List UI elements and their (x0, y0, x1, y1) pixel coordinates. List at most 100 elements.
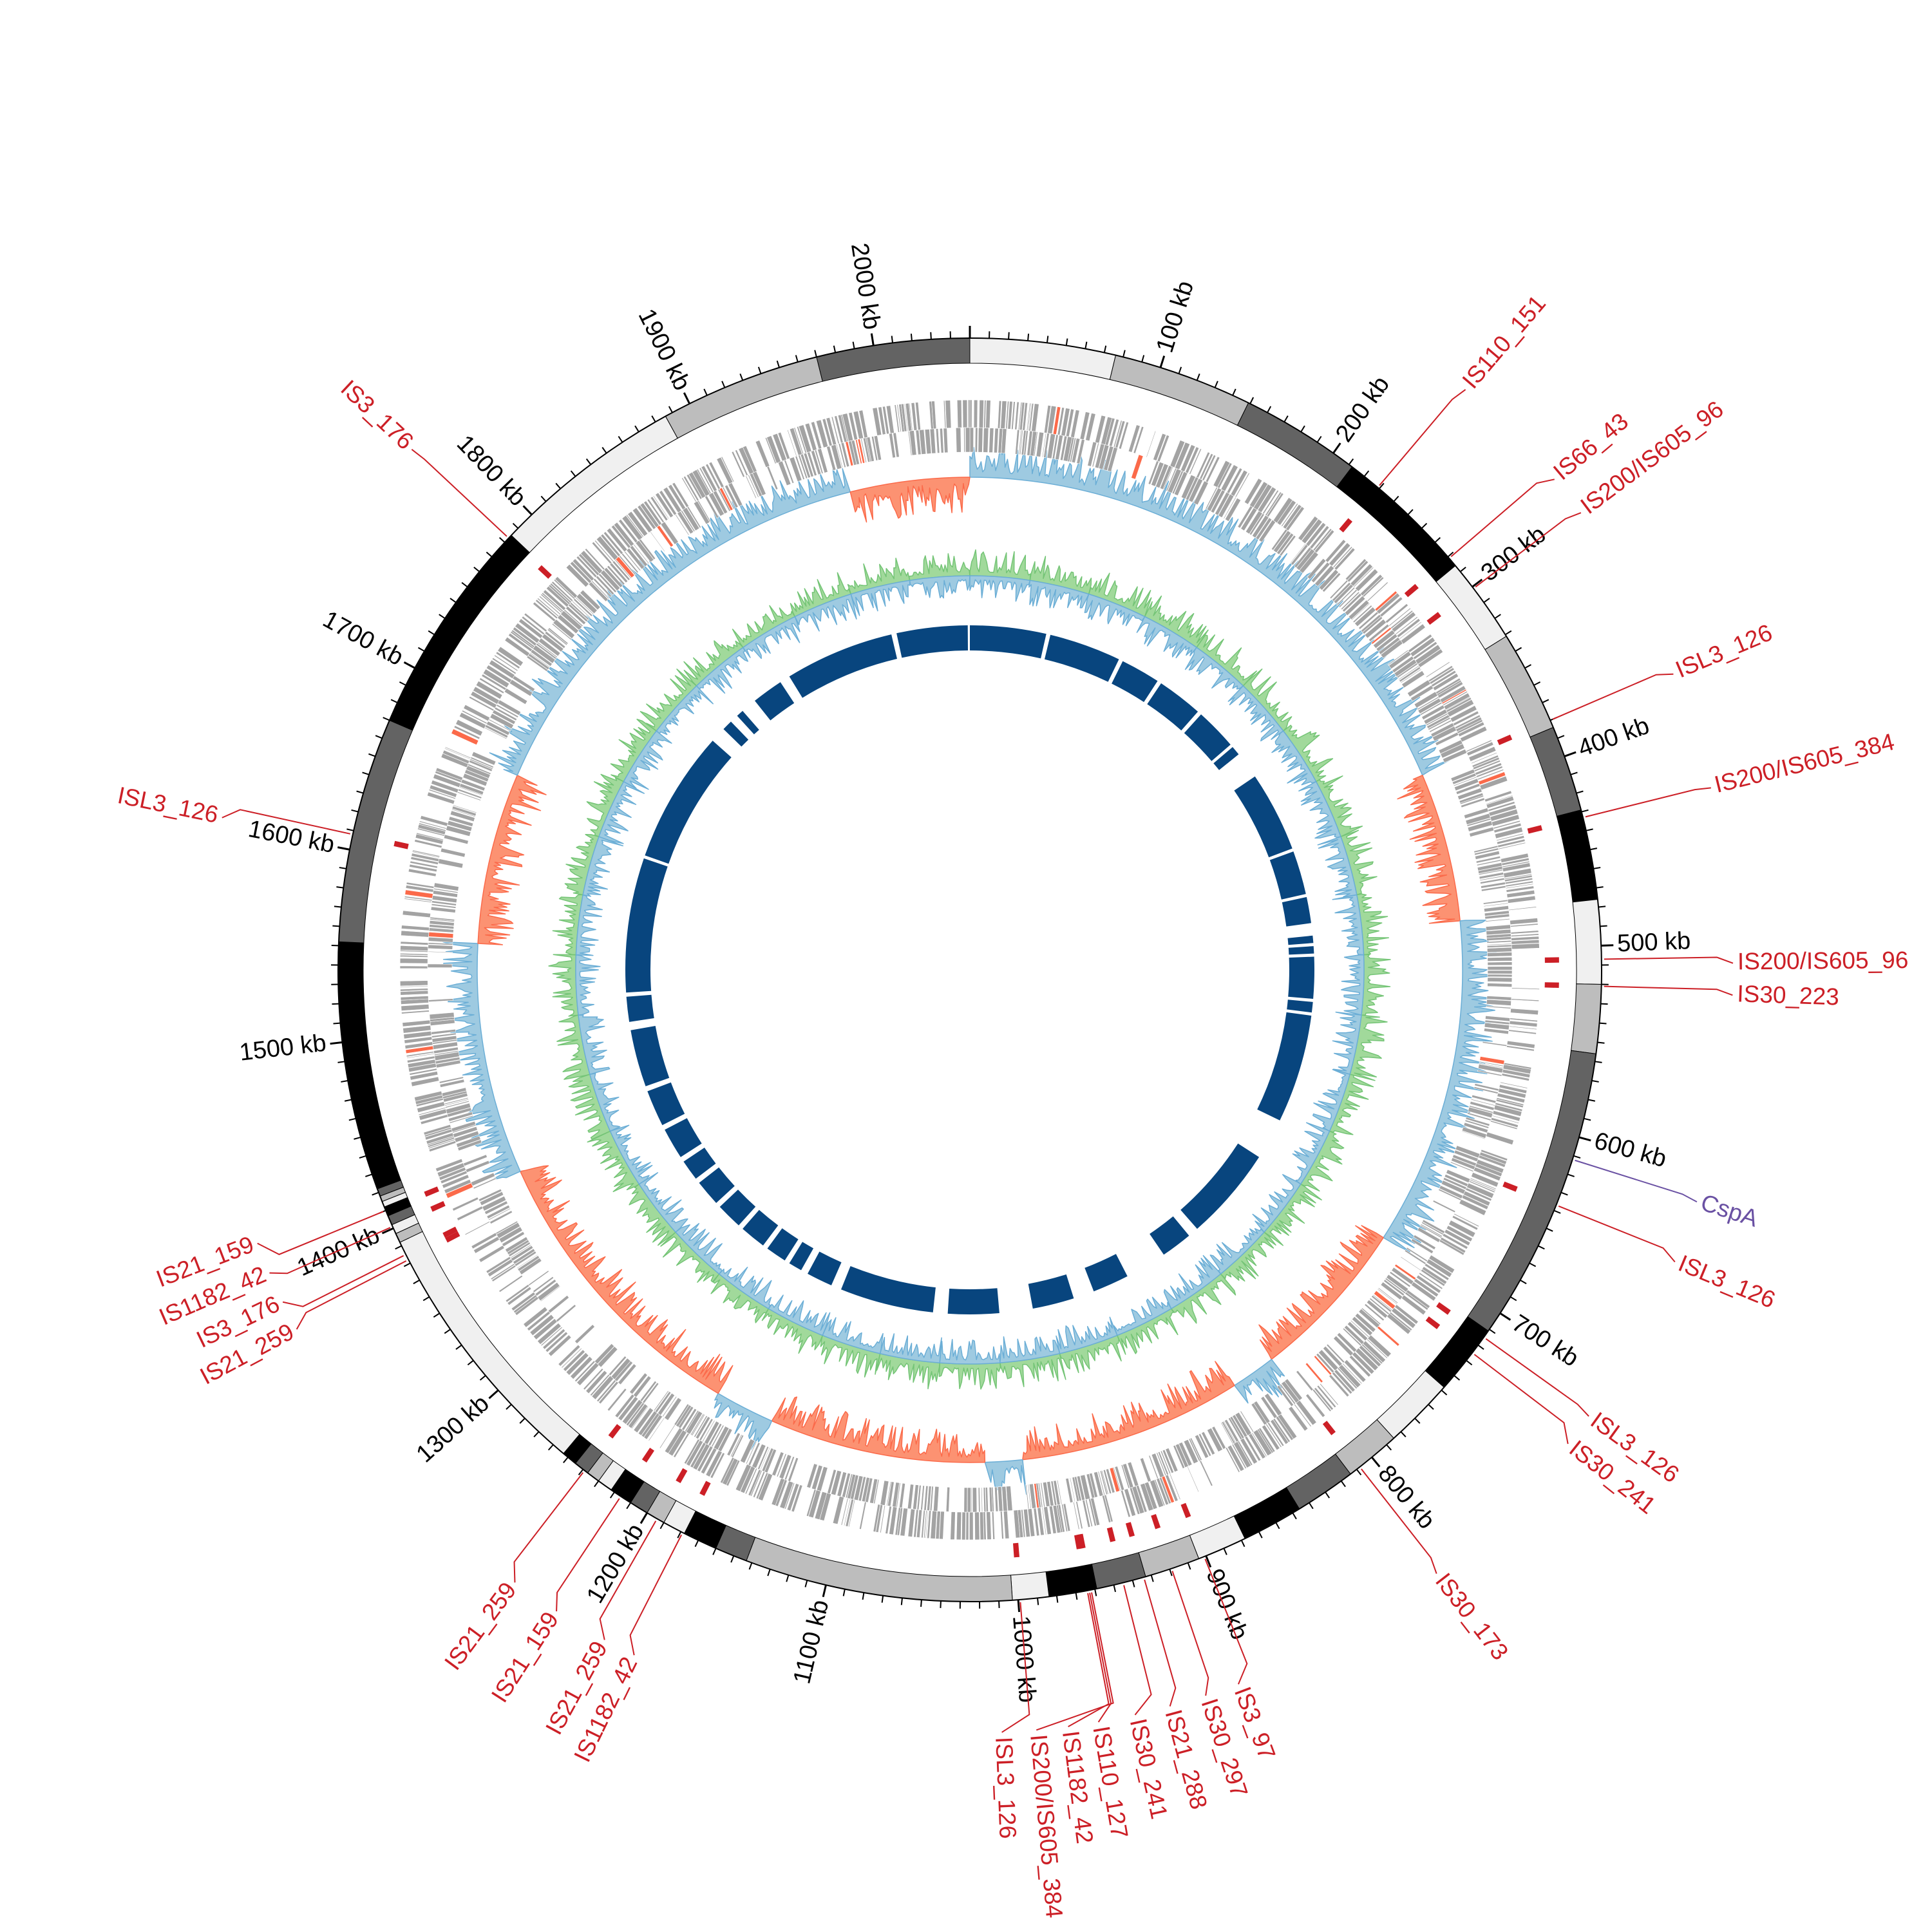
is-element-marker (538, 565, 552, 579)
gene (1276, 533, 1294, 555)
gene (1420, 1224, 1443, 1238)
minor-tick (547, 1444, 554, 1451)
gene (719, 487, 734, 511)
gc-content-track (548, 549, 1391, 1390)
is-element-label: IS30_223 (1737, 980, 1840, 1010)
gc-skew-positive (489, 468, 851, 776)
is-leader-line (1585, 787, 1711, 818)
gene (491, 657, 517, 675)
gene (1467, 820, 1493, 832)
minor-tick (585, 458, 592, 465)
gene (1033, 431, 1038, 457)
minor-tick (920, 1600, 922, 1607)
gene (594, 1343, 615, 1365)
gene (574, 1324, 595, 1344)
gene (956, 1511, 962, 1540)
minor-tick (372, 1191, 379, 1196)
is-leader-line (411, 449, 507, 537)
gene (1179, 1442, 1193, 1466)
gene (632, 1375, 652, 1398)
gene (866, 437, 875, 462)
gene (540, 1326, 563, 1347)
minor-tick (506, 1404, 512, 1410)
karyotype-band (1336, 466, 1456, 583)
gene (1385, 1277, 1406, 1294)
gene (411, 1076, 440, 1087)
minor-tick (333, 1022, 341, 1025)
conserved-block (1288, 946, 1314, 955)
gene (1471, 1094, 1497, 1104)
minor-tick (891, 336, 894, 343)
gene (1036, 431, 1045, 457)
gene (1041, 432, 1047, 458)
gene (892, 1482, 900, 1508)
gene (547, 1294, 570, 1314)
gene (1089, 1472, 1098, 1498)
gene (803, 452, 814, 478)
gene (1140, 1482, 1154, 1511)
gene (1109, 1467, 1121, 1493)
gene (752, 471, 766, 496)
gene (1380, 639, 1403, 659)
gene (898, 1482, 905, 1508)
minor-tick (339, 867, 346, 869)
conserved-block (626, 994, 654, 1022)
is-element-marker (1013, 1542, 1019, 1558)
gene (626, 547, 645, 570)
gene (408, 868, 437, 877)
minor-tick (1283, 415, 1289, 422)
conserved-block (1257, 1012, 1312, 1121)
gene (967, 1487, 971, 1513)
gene (1452, 1215, 1479, 1231)
major-tick (330, 1041, 343, 1045)
conserved-block (630, 1026, 670, 1086)
gene (1463, 808, 1489, 819)
gene (865, 1477, 873, 1503)
is-element-label: IS200/IS605_96 (1738, 947, 1909, 974)
gene (861, 1477, 870, 1502)
gene (544, 630, 566, 649)
gc-skew-negative (1022, 1361, 1235, 1461)
gene (965, 1511, 969, 1540)
gene (835, 444, 844, 469)
gene (878, 406, 886, 435)
gene (1235, 1412, 1252, 1436)
minor-tick (473, 566, 480, 573)
minor-tick (467, 1359, 474, 1366)
is-leader-line (1001, 1602, 1030, 1733)
minor-tick (1584, 1117, 1591, 1121)
is-leader-line (1068, 1593, 1110, 1728)
gene (1486, 940, 1512, 943)
gene (1448, 1220, 1476, 1238)
minor-tick (594, 1481, 600, 1488)
minor-tick (677, 1531, 682, 1539)
gene (1465, 813, 1491, 825)
tick-label: 400 kb (1575, 712, 1653, 762)
gene (909, 430, 917, 456)
gene (1223, 497, 1236, 519)
gene (1276, 1385, 1294, 1407)
gene (1015, 429, 1020, 455)
gene (1455, 783, 1481, 795)
gene (1477, 1070, 1502, 1077)
gene (1376, 592, 1401, 614)
minor-tick (1178, 366, 1182, 374)
gene (512, 675, 536, 692)
gene (1487, 956, 1513, 961)
minor-tick (1600, 1003, 1608, 1005)
gene (1023, 430, 1028, 456)
gene (432, 890, 459, 898)
gene (1499, 1084, 1528, 1094)
minor-tick (1515, 647, 1522, 652)
gene (479, 677, 505, 694)
gene (659, 490, 677, 516)
minor-tick (519, 1417, 526, 1424)
gene (674, 1403, 690, 1426)
is-leader-line (282, 1255, 404, 1307)
gene (428, 927, 454, 933)
minor-tick (1576, 790, 1584, 794)
gene (712, 490, 728, 515)
gene (538, 638, 561, 657)
gene (1463, 1122, 1488, 1133)
gene (745, 475, 757, 499)
